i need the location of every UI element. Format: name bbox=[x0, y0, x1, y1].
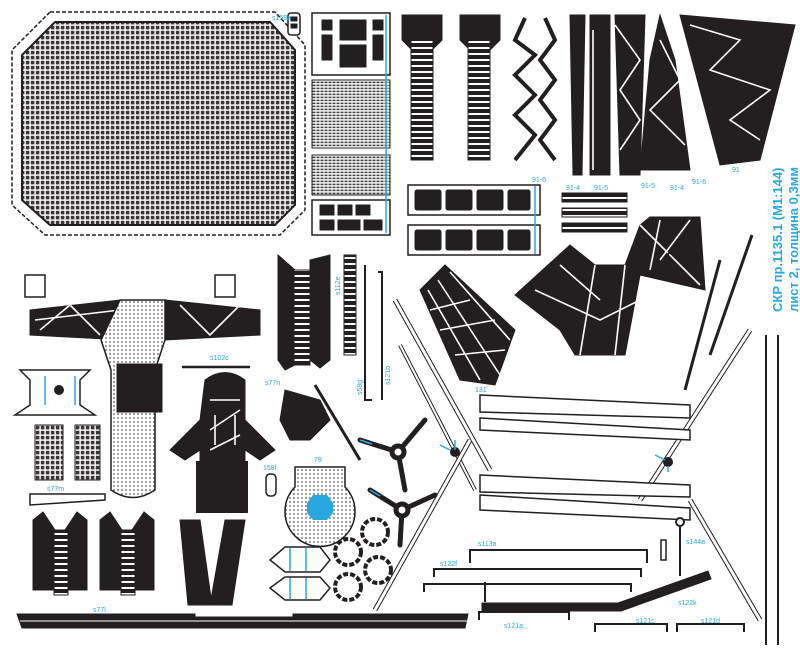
window-panels bbox=[407, 184, 628, 256]
small-ladders bbox=[34, 424, 101, 481]
label-s121a: s121a bbox=[504, 623, 523, 630]
label-79: 79 bbox=[314, 457, 322, 464]
label-91-6-b: 91-6 bbox=[692, 179, 706, 186]
title-line-1: СКР пр.1135.1 (М1:144) bbox=[770, 168, 785, 312]
hatch-wheels bbox=[333, 517, 393, 602]
label-158f: 158f bbox=[263, 465, 277, 472]
title-line-2: лист 2, толщина 0,3мм bbox=[786, 167, 800, 312]
helicopter-deck-part bbox=[24, 274, 261, 499]
octagonal-grid-deck bbox=[11, 11, 306, 236]
label-s77l: s77l bbox=[93, 607, 106, 614]
hangar-frame bbox=[169, 372, 276, 606]
label-s77m: s77m bbox=[47, 486, 64, 493]
label-s113a: s113a bbox=[478, 541, 497, 548]
label-91-5: 91-5 bbox=[594, 185, 608, 192]
label-s112e: s112e bbox=[335, 276, 342, 295]
rotor-blades bbox=[357, 417, 438, 548]
label-s121d: s121d bbox=[701, 618, 720, 625]
label-91-5-b: 91-5 bbox=[641, 183, 655, 190]
hexagon-frames bbox=[268, 546, 331, 601]
label-s77n: s77n bbox=[265, 380, 280, 387]
label-s122f: s122f bbox=[440, 561, 457, 568]
label-91: 91 bbox=[732, 167, 740, 174]
sheet-title: СКР пр.1135.1 (М1:144) лист 2, толщина 0… bbox=[770, 167, 800, 312]
inclined-ladders bbox=[401, 14, 501, 161]
bottom-ladders bbox=[32, 511, 155, 596]
label-s102c: s102c bbox=[210, 355, 229, 362]
part-158f: 158f bbox=[263, 465, 277, 497]
label-s121c: s121c bbox=[636, 618, 655, 625]
part-79-radar-base: 79 bbox=[284, 457, 356, 548]
crane-booms bbox=[372, 298, 763, 622]
label-s122k: s122k bbox=[678, 600, 697, 607]
tripod-mast-platform bbox=[514, 216, 754, 391]
label-s144a: s144a bbox=[686, 539, 705, 546]
mast-trusses: 91-6 91-4 91-5 91-5 91-4 91-6 91 bbox=[512, 13, 796, 192]
railings bbox=[423, 335, 779, 645]
railing-s77l bbox=[16, 613, 470, 629]
railing-s58g-s121b: s58g s121b bbox=[357, 265, 392, 401]
label-91-4: 91-4 bbox=[566, 185, 580, 192]
part-s158a: s158a bbox=[272, 12, 301, 36]
label-91-6: 91-6 bbox=[532, 177, 546, 184]
label-131: 131 bbox=[475, 387, 487, 394]
tower-platform bbox=[277, 253, 362, 461]
label-91-4-b: 91-4 bbox=[670, 185, 684, 192]
label-s158a: s158a bbox=[272, 15, 291, 22]
label-s121b: s121b bbox=[385, 366, 392, 385]
antenna-bracket bbox=[12, 369, 98, 416]
deck-panels bbox=[311, 12, 391, 236]
label-s58g: s58g bbox=[357, 380, 364, 395]
vertical-ladder-s112e: s112e bbox=[335, 254, 357, 356]
part-131-truss: 131 bbox=[419, 264, 516, 394]
